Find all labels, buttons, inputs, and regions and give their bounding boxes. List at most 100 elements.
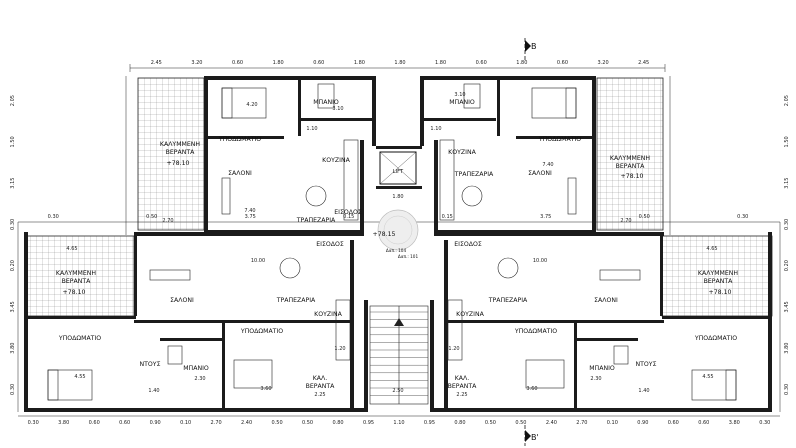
room-dining-ul: ΤΡΑΠΕΖΑΡΙΑ <box>296 217 336 224</box>
room-living-ur: ΣΑΛΟΝΙ <box>528 170 552 177</box>
room-bathroom-ll: ΜΠΑΝΙΟ <box>183 365 209 372</box>
center-logo-stamp <box>377 209 419 251</box>
left-dims-value: 0.30 <box>10 384 16 395</box>
landing-label-1: Δαπ.: 104 <box>386 248 407 253</box>
level-ur: +78.10 <box>621 173 644 180</box>
level-center: +78.15 <box>373 231 396 238</box>
level-ul: +78.10 <box>167 160 190 167</box>
svg-text:3.60: 3.60 <box>526 386 537 392</box>
svg-text:2.25: 2.25 <box>314 392 325 398</box>
bottom-dims-value: 2.70 <box>576 420 587 426</box>
level-lr: +78.10 <box>709 289 732 296</box>
room-labels: ΥΠΟΔΩΜΑΤΙΟ ΥΠΟΔΩΜΑΤΙΟ ΜΠΑΝΙΟ ΜΠΑΝΙΟ ΚΟΥΖ… <box>56 99 739 390</box>
top-dims-value: 0.60 <box>476 60 487 66</box>
room-bedroom-ll-inner: ΥΠΟΔΩΜΑΤΙΟ <box>240 328 283 335</box>
bottom-dims-value: 3.80 <box>729 420 740 426</box>
bottom-dims-value: 0.90 <box>637 420 648 426</box>
level-markers: +78.10 +78.10 +78.10 +78.10 +78.15 Δαπ.:… <box>63 160 732 296</box>
veranda-lr-line2: ΒΕΡΑΝΤΑ <box>704 278 734 285</box>
right-dims-value: 3.45 <box>784 301 790 312</box>
left-dims-value: 2.05 <box>10 95 16 106</box>
room-dining-lr: ΤΡΑΠΕΖΑΡΙΑ <box>488 297 528 304</box>
svg-text:10.00: 10.00 <box>533 258 547 264</box>
svg-text:4.65: 4.65 <box>66 246 77 252</box>
section-label-bottom: B' <box>531 433 539 442</box>
veranda-short-ll-2: ΒΕΡΑΝΤΑ <box>306 383 336 390</box>
room-kitchen-lr: ΚΟΥΖΙΝΑ <box>456 311 484 318</box>
room-entrance-ul: ΕΙΣΟΔΟΣ <box>334 209 362 216</box>
room-living-ul: ΣΑΛΟΝΙ <box>228 170 252 177</box>
veranda-ur-line2: ΒΕΡΑΝΤΑ <box>616 163 646 170</box>
top-dims-value: 3.20 <box>598 60 609 66</box>
left-dims-value: 3.80 <box>10 343 16 354</box>
bottom-dims-value: 0.60 <box>668 420 679 426</box>
top-dims-value: 0.60 <box>232 60 243 66</box>
right-dims-value: 0.20 <box>784 260 790 271</box>
svg-text:2.30: 2.30 <box>194 376 205 382</box>
bottom-dims-value: 0.90 <box>150 420 161 426</box>
room-kitchen-ll: ΚΟΥΖΙΝΑ <box>314 311 342 318</box>
room-bedroom-ul: ΥΠΟΔΩΜΑΤΙΟ <box>218 136 261 143</box>
bottom-dims-value: 0.60 <box>119 420 130 426</box>
mid-dims-value: 0.50 <box>639 214 650 220</box>
mid-dims-value: 0.30 <box>48 214 59 220</box>
svg-text:4.55: 4.55 <box>702 374 713 380</box>
top-dims-value: 1.80 <box>394 60 405 66</box>
svg-text:1.20: 1.20 <box>334 346 345 352</box>
svg-text:4.55: 4.55 <box>74 374 85 380</box>
bottom-dims-value: 0.80 <box>454 420 465 426</box>
mid-dims-value: 0.15 <box>343 214 354 220</box>
top-dims-value: 0.60 <box>557 60 568 66</box>
bottom-dims-value: 0.80 <box>332 420 343 426</box>
lift-label: LIFT <box>393 169 404 175</box>
mid-dims-value: 3.75 <box>540 214 551 220</box>
svg-text:4.20: 4.20 <box>246 102 257 108</box>
bottom-dims-value: 3.80 <box>58 420 69 426</box>
left-dimension-column: 2.051.503.150.300.203.453.800.30 <box>10 95 16 395</box>
level-ll: +78.10 <box>63 289 86 296</box>
bottom-dims-value: 0.10 <box>180 420 191 426</box>
top-dims-value: 1.80 <box>354 60 365 66</box>
svg-text:1.80: 1.80 <box>392 194 403 200</box>
top-dims-value: 1.80 <box>435 60 446 66</box>
room-bathroom-ur: ΜΠΑΝΙΟ <box>449 99 475 106</box>
svg-text:7.40: 7.40 <box>542 162 553 168</box>
svg-text:3.60: 3.60 <box>260 386 271 392</box>
svg-text:7.40: 7.40 <box>244 208 255 214</box>
room-bedroom-ur: ΥΠΟΔΩΜΑΤΙΟ <box>538 136 581 143</box>
room-bathroom-lr: ΜΠΑΝΙΟ <box>589 365 615 372</box>
svg-text:2.50: 2.50 <box>392 388 403 394</box>
bottom-dims-value: 0.50 <box>272 420 283 426</box>
top-dims-value: 2.45 <box>638 60 649 66</box>
bottom-dims-value: 0.30 <box>28 420 39 426</box>
top-dims-value: 0.60 <box>313 60 324 66</box>
section-marker-top: B <box>524 38 537 62</box>
mid-dims-value: 3.75 <box>245 214 256 220</box>
left-dims-value: 1.50 <box>10 136 16 147</box>
staircase <box>369 305 429 405</box>
left-dims-value: 0.30 <box>10 219 16 230</box>
room-bathroom-ul: ΜΠΑΝΙΟ <box>313 99 339 106</box>
svg-text:1.40: 1.40 <box>638 388 649 394</box>
bottom-dims-value: 0.10 <box>607 420 618 426</box>
furniture <box>47 83 737 401</box>
veranda-short-ll-1: ΚΑΛ. <box>313 375 328 382</box>
svg-text:3.10: 3.10 <box>332 106 343 112</box>
veranda-upper-right <box>596 77 664 231</box>
svg-text:1.10: 1.10 <box>306 126 317 132</box>
left-dims-value: 3.45 <box>10 301 16 312</box>
svg-text:2.25: 2.25 <box>456 392 467 398</box>
room-dining-ur: ΤΡΑΠΕΖΑΡΙΑ <box>454 171 494 178</box>
bottom-dims-value: 0.50 <box>302 420 313 426</box>
right-dims-value: 0.30 <box>784 219 790 230</box>
landing-label-2: Δαπ.: 101 <box>398 254 419 259</box>
walls-lower <box>24 232 772 412</box>
bottom-dims-value: 1.10 <box>393 420 404 426</box>
bottom-dims-value: 2.70 <box>211 420 222 426</box>
veranda-ur-line1: ΚΑΛΥΜΜΕΝΗ <box>610 155 651 162</box>
room-living-lr: ΣΑΛΟΝΙ <box>594 297 618 304</box>
svg-text:1.20: 1.20 <box>448 346 459 352</box>
